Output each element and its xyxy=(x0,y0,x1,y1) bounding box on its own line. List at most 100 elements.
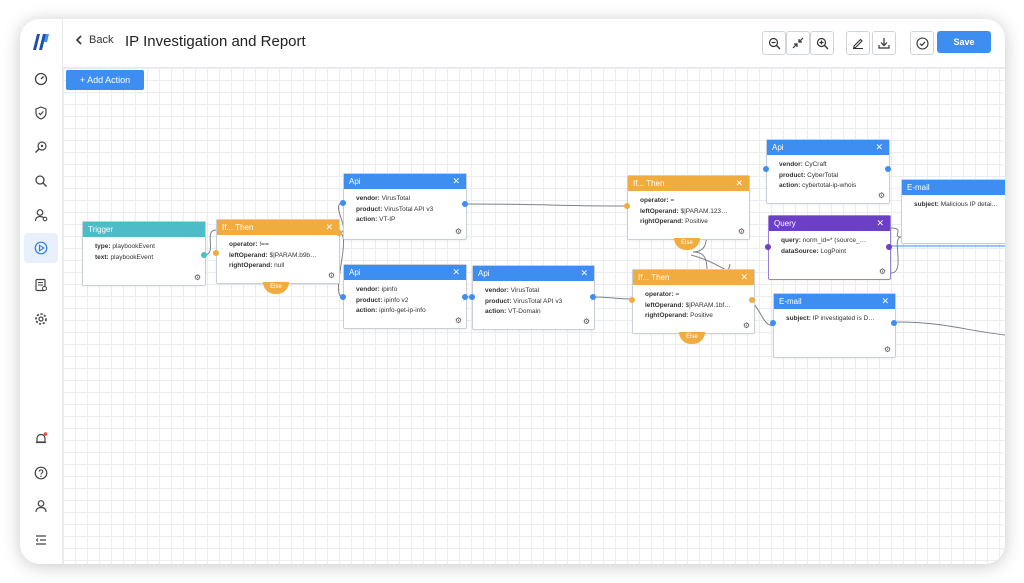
playbook-canvas[interactable]: + Add Action Trigger xyxy=(63,68,1005,564)
trigger-node[interactable]: Trigger type: playbookEvent text: playbo… xyxy=(82,221,206,286)
condition-node-title: If... Then xyxy=(633,179,665,188)
query-node[interactable]: Query✕ query: norm_id=* (source_… dataSo… xyxy=(768,215,891,280)
action-key: action: xyxy=(779,182,801,189)
query-key: query: xyxy=(781,237,801,244)
input-port[interactable] xyxy=(469,294,475,300)
download-button[interactable] xyxy=(872,31,896,55)
condition-node-2[interactable]: If... Then✕ operator: = leftOperand: $|P… xyxy=(627,175,750,240)
api-node-cycraft[interactable]: Api✕ vendor: CyCraft product: CyberTotal… xyxy=(766,139,890,204)
operator-key: operator: xyxy=(229,241,258,248)
edit-button[interactable] xyxy=(846,31,870,55)
output-port[interactable] xyxy=(749,297,755,303)
output-port[interactable] xyxy=(590,294,596,300)
gear-icon[interactable]: ⚙ xyxy=(327,271,335,280)
trigger-node-title: Trigger xyxy=(83,222,205,237)
else-branch-handle[interactable]: Else xyxy=(674,238,700,250)
api-node-title: Api xyxy=(349,177,361,186)
app-logo xyxy=(33,34,49,50)
close-icon[interactable]: ✕ xyxy=(875,142,883,152)
shield-icon[interactable] xyxy=(31,103,51,123)
api-node-virustotal-domain[interactable]: Api✕ vendor: VirusTotal product: VirusTo… xyxy=(472,265,595,330)
reports-icon[interactable] xyxy=(31,275,51,295)
collapse-menu-icon[interactable] xyxy=(31,530,51,550)
subject-value: IP investigated is D… xyxy=(810,315,875,322)
close-icon[interactable]: ✕ xyxy=(580,268,588,278)
add-action-button[interactable]: + Add Action xyxy=(66,70,144,90)
gear-icon[interactable]: ⚙ xyxy=(883,345,891,354)
close-icon[interactable]: ✕ xyxy=(740,272,748,282)
data-source-value: LogPoint xyxy=(818,247,847,255)
back-button[interactable]: Back xyxy=(75,34,113,46)
close-icon[interactable]: ✕ xyxy=(325,222,333,232)
help-icon[interactable] xyxy=(31,463,51,483)
close-icon[interactable]: ✕ xyxy=(881,296,889,306)
input-port[interactable] xyxy=(763,166,769,172)
api-node-ipinfo[interactable]: Api✕ vendor: ipinfo product: ipinfo v2 a… xyxy=(343,264,467,329)
save-button[interactable]: Save xyxy=(937,31,991,53)
vendor-key: vendor: xyxy=(356,195,380,202)
gear-icon[interactable]: ⚙ xyxy=(454,316,462,325)
fit-view-button[interactable] xyxy=(786,31,810,55)
action-key: action: xyxy=(485,308,507,315)
zoom-in-icon xyxy=(816,37,828,49)
gear-icon[interactable]: ⚙ xyxy=(193,273,201,282)
subject-value: Malicious IP detai… xyxy=(938,201,999,208)
output-port[interactable] xyxy=(886,244,892,250)
left-operand-key: leftOperand: xyxy=(229,251,268,259)
operator-key: operator: xyxy=(640,197,669,204)
condition-node-3[interactable]: If... Then✕ operator: = leftOperand: $|P… xyxy=(632,269,755,334)
playbooks-icon[interactable] xyxy=(24,233,58,263)
user-settings-icon[interactable] xyxy=(31,205,51,225)
api-node-title: Api xyxy=(772,143,784,152)
input-port[interactable] xyxy=(765,244,771,250)
zoom-in-button[interactable] xyxy=(810,31,834,55)
email-node-title: E-mail xyxy=(779,297,802,306)
else-branch-handle[interactable]: Else xyxy=(679,332,705,344)
profile-icon[interactable] xyxy=(31,496,51,516)
input-port[interactable] xyxy=(213,250,219,256)
else-branch-handle[interactable]: Else xyxy=(263,282,289,294)
output-port[interactable] xyxy=(462,201,468,207)
email-node-malicious[interactable]: E-mail subject: Malicious IP detai… xyxy=(901,179,1005,244)
input-port[interactable] xyxy=(624,203,630,209)
output-port[interactable] xyxy=(462,294,468,300)
subject-key: subject: xyxy=(786,315,811,322)
gear-icon[interactable]: ⚙ xyxy=(877,191,885,200)
download-icon xyxy=(878,38,890,49)
input-port[interactable] xyxy=(340,294,346,300)
gear-icon[interactable]: ⚙ xyxy=(878,267,886,276)
close-icon[interactable]: ✕ xyxy=(452,267,460,277)
gear-icon[interactable]: ⚙ xyxy=(582,317,590,326)
input-port[interactable] xyxy=(629,297,635,303)
gear-icon[interactable]: ⚙ xyxy=(454,227,462,236)
output-port[interactable] xyxy=(885,166,891,172)
operator-value: = xyxy=(673,291,680,298)
input-port[interactable] xyxy=(340,200,346,206)
vendor-key: vendor: xyxy=(485,287,509,294)
right-operand-key: rightOperand: xyxy=(229,262,273,269)
output-port[interactable] xyxy=(891,320,897,326)
output-port[interactable] xyxy=(201,252,207,258)
close-icon[interactable]: ✕ xyxy=(452,176,460,186)
gear-icon[interactable] xyxy=(31,309,51,329)
gear-icon[interactable]: ⚙ xyxy=(742,321,750,330)
query-value: norm_id=* (source_… xyxy=(800,237,867,244)
close-icon[interactable]: ✕ xyxy=(876,218,884,228)
validate-button[interactable] xyxy=(910,31,934,55)
notification-bell-icon[interactable] xyxy=(31,429,51,449)
gear-icon[interactable]: ⚙ xyxy=(737,227,745,236)
zoom-out-button[interactable] xyxy=(762,31,786,55)
email-node-investigated[interactable]: E-mail ✕ subject: IP investigated is D… ⚙ xyxy=(773,293,896,358)
search-icon[interactable] xyxy=(31,171,51,191)
condition-node-1[interactable]: If... Then✕ operator: !== leftOperand: $… xyxy=(216,219,340,284)
input-port[interactable] xyxy=(770,320,776,326)
api-node-title: Api xyxy=(478,269,490,278)
investigate-icon[interactable] xyxy=(31,137,51,157)
product-value: VirusTotal API v3 xyxy=(511,297,563,305)
vendor-value: CyCraft xyxy=(802,161,827,168)
trigger-text-value: playbookEvent xyxy=(108,253,154,261)
output-port[interactable] xyxy=(336,230,342,236)
dashboard-icon[interactable] xyxy=(31,69,51,89)
close-icon[interactable]: ✕ xyxy=(735,178,743,188)
api-node-virustotal-ip[interactable]: Api✕ vendor: VirusTotal product: VirusTo… xyxy=(343,173,467,240)
